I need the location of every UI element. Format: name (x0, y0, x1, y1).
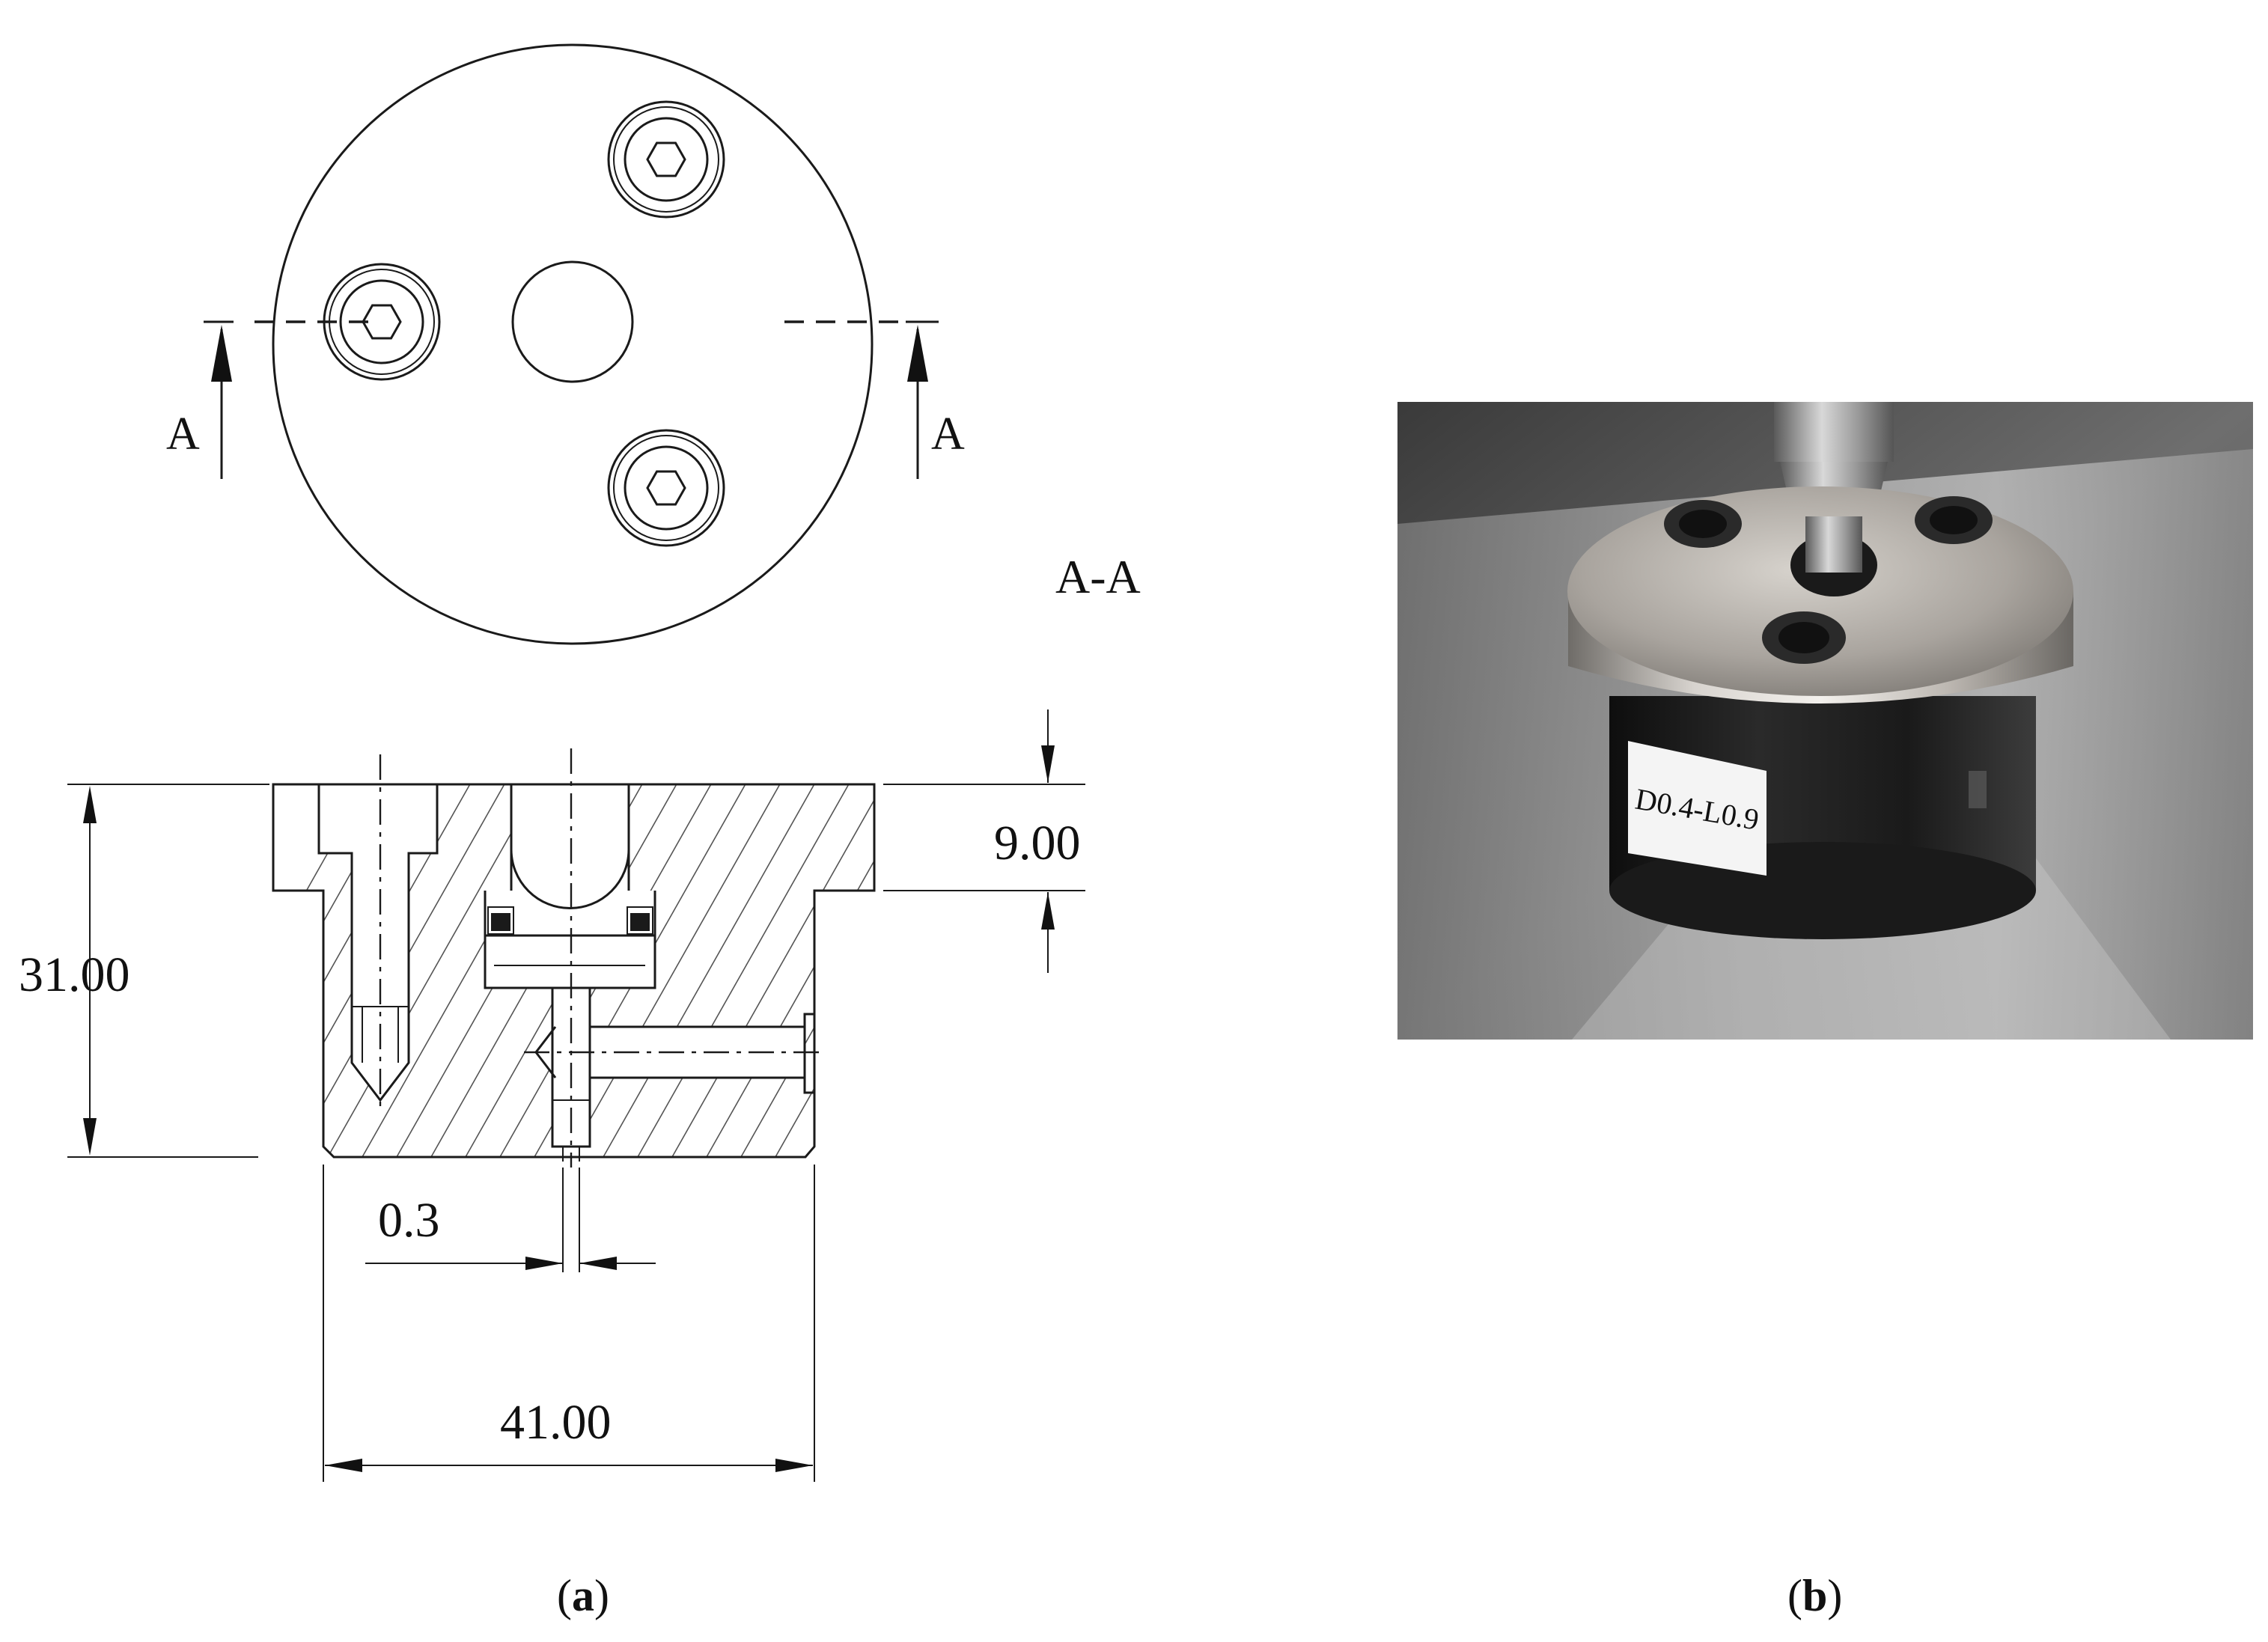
arrow-left-icon (325, 1459, 362, 1472)
photo-bolt-right (1915, 496, 1993, 544)
photo-bolt-left (1664, 500, 1742, 548)
seal-right (630, 913, 650, 931)
plug (803, 1013, 816, 1094)
arrow-down-icon (83, 1118, 97, 1156)
hatch-line (631, 784, 857, 1157)
bolt-bottom (607, 429, 725, 547)
arrow-right-icon (775, 1459, 813, 1472)
hatch-line (1114, 771, 1338, 1168)
nozzle-hole (551, 988, 591, 1148)
hex-socket-icon (646, 141, 686, 177)
arrow-up-icon (907, 325, 928, 382)
label-sticker: D0.4-L0.9 (1628, 741, 1766, 876)
arrow-left-icon (579, 1257, 617, 1270)
bolt-top (607, 100, 725, 219)
arrow-up-icon (211, 325, 232, 382)
dim-height-label: 31.00 (19, 947, 130, 1002)
hatch-line (665, 784, 874, 1157)
section-title: A-A (1055, 550, 1141, 603)
arrow-right-icon (525, 1257, 563, 1270)
dim-flange: 9.00 (883, 709, 1085, 973)
hatch-line (562, 784, 788, 1157)
dim-nozzle-label: 0.3 (378, 1193, 440, 1248)
top-view: A A A-A (166, 43, 1141, 645)
section-view: 31.00 9.00 0.3 (19, 709, 1338, 1482)
hatch-line (700, 784, 874, 1157)
bolt-counterbore (317, 784, 439, 1102)
arrow-up-icon (83, 786, 97, 823)
section-marker-right: A (931, 409, 965, 460)
hex-socket-icon (646, 470, 686, 506)
central-bore (510, 784, 630, 909)
arrow-up-icon (1041, 892, 1055, 930)
outer-circle (272, 43, 874, 645)
dim-width-label: 41.00 (500, 1395, 612, 1450)
dim-height: 31.00 (19, 784, 269, 1158)
dim-nozzle: 0.3 (365, 1168, 656, 1272)
section-line-left (204, 320, 380, 479)
hatch-line (597, 784, 823, 1157)
hatch-line (734, 784, 874, 1157)
photo: D0.4-L0.9 (1397, 402, 2253, 1040)
section-line-right (784, 320, 939, 479)
hatch-line (1079, 771, 1304, 1168)
recess (484, 891, 656, 989)
arrow-down-icon (1041, 745, 1055, 783)
hex-socket-icon (362, 304, 402, 340)
photo-bolt-front (1762, 611, 1846, 664)
dim-width: 41.00 (323, 1165, 815, 1482)
dim-flange-label: 9.00 (994, 816, 1081, 870)
center-hole (511, 260, 634, 383)
caption-b: (b) (1787, 1571, 1843, 1620)
hatch-line (769, 784, 874, 1157)
section-marker-left: A (166, 409, 200, 460)
caption-a: (a) (557, 1571, 609, 1620)
seal-left (491, 913, 510, 931)
hatch-line (321, 784, 547, 1157)
outer-profile (272, 783, 876, 1159)
bolt-left (323, 263, 441, 381)
